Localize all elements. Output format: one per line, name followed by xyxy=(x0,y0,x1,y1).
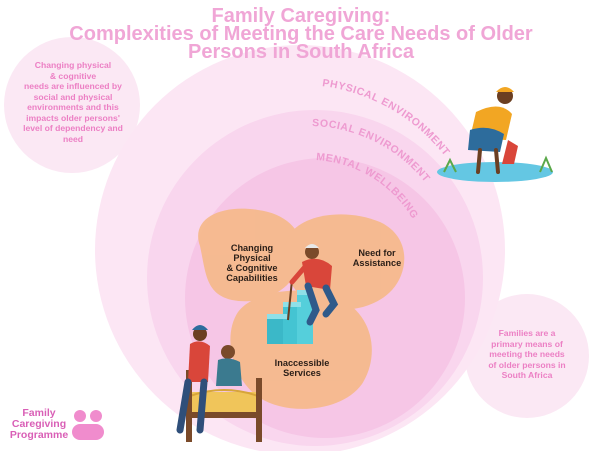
left-note-line: & cognitive xyxy=(49,70,97,81)
left-note-line: level of dependency and xyxy=(23,123,123,133)
left-note-line: environments and this xyxy=(27,102,119,112)
label-line: Physical xyxy=(233,253,271,263)
label-line: Services xyxy=(283,368,321,378)
older-man-illustration xyxy=(287,244,339,326)
label-assistance: Need for Assistance xyxy=(344,248,410,268)
right-note: Families are a primary means of meeting … xyxy=(474,328,580,381)
left-note-line: impacts older persons' xyxy=(26,112,120,123)
label-line: Inaccessible xyxy=(274,358,330,368)
label-line: Assistance xyxy=(352,258,402,268)
page-title-line-1: Family Caregiving: xyxy=(211,5,391,27)
right-note-line: South Africa xyxy=(501,370,553,380)
label-line: & Cognitive xyxy=(226,263,278,273)
right-note-line: primary means of xyxy=(491,338,563,349)
right-note-line: Families are a xyxy=(498,328,556,338)
left-note-circle xyxy=(4,37,140,173)
label-line: Changing xyxy=(230,243,274,253)
label-services: Inaccessible Services xyxy=(266,358,338,378)
logo-line: Family xyxy=(22,407,56,419)
page-title-line-3: Persons in South Africa xyxy=(188,41,414,63)
label-line: Capabilities xyxy=(226,273,278,283)
woman-bucket-illustration xyxy=(437,87,553,182)
caregiver-bed-illustration xyxy=(176,325,262,442)
blob-services xyxy=(230,290,372,409)
left-note-line: need xyxy=(62,133,84,144)
left-note: Changing physical & cognitive needs are … xyxy=(14,60,132,144)
left-note-line: Changing physical xyxy=(34,60,112,70)
logo-line: Programme xyxy=(9,429,69,441)
left-note-line: needs are influenced by xyxy=(24,81,122,91)
programme-logo-mark xyxy=(72,410,104,440)
page-title-line-2: Complexities of Meeting the Care Needs o… xyxy=(69,23,533,45)
right-note-line: of older persons in xyxy=(488,359,566,370)
right-note-line: meeting the needs xyxy=(489,349,565,359)
right-note-circle xyxy=(465,294,589,418)
blob-capabilities xyxy=(198,208,302,302)
logo-line: Caregiving xyxy=(11,418,67,430)
label-capabilities: Changing Physical & Cognitive Capabiliti… xyxy=(216,243,288,283)
left-note-line: social and physical xyxy=(33,91,113,102)
label-line: Need for xyxy=(358,248,396,258)
programme-logo-text: Family Caregiving Programme xyxy=(6,408,72,441)
